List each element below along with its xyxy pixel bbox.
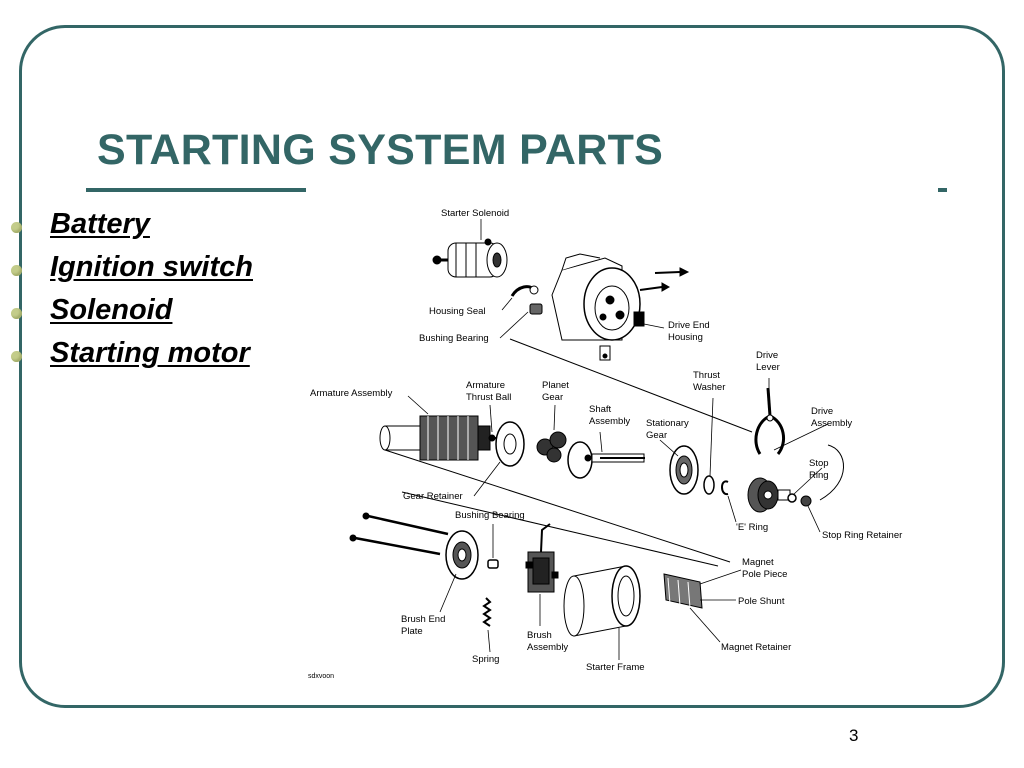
bullet-item-solenoid: Solenoid [0, 289, 253, 332]
bullet-item-starting-motor: Starting motor [0, 332, 253, 375]
spring-part [482, 597, 492, 627]
label-shaft-assembly-2: Assembly [589, 416, 630, 427]
brush-assembly-part [525, 523, 559, 593]
housing-seal-part [510, 285, 539, 297]
label-drive-lever-2: Lever [756, 362, 780, 373]
drive-assembly-part [747, 477, 791, 513]
e-ring-part [721, 480, 729, 496]
label-e-ring: 'E' Ring [736, 522, 768, 533]
slide-frame [19, 25, 1005, 708]
label-starter-solenoid: Starter Solenoid [441, 208, 509, 219]
label-stationary-gear-1: Stationary [646, 418, 689, 429]
label-spring: Spring [472, 654, 499, 665]
label-drive-end-housing-2: Housing [668, 332, 703, 343]
label-magnet-pole-piece-1: Magnet [742, 557, 774, 568]
label-thrust-washer-2: Washer [693, 382, 725, 393]
drive-end-housing-part [551, 253, 645, 361]
label-gear-retainer: Gear Retainer [403, 491, 463, 502]
starter-solenoid-part [432, 238, 508, 278]
bullet-text: Solenoid [50, 294, 173, 326]
label-brush-assembly-1: Brush [527, 630, 552, 641]
armature-assembly-part [379, 415, 500, 461]
drive-lever-part [754, 387, 786, 455]
starter-frame-part [563, 565, 641, 637]
planet-gear-part [536, 431, 567, 463]
armature-thrust-ball-part [488, 434, 496, 442]
label-drive-assembly-2: Assembly [811, 418, 852, 429]
label-drive-lever-1: Drive [756, 350, 778, 361]
label-stop-ring-2: Ring [809, 470, 829, 481]
page-number: 3 [849, 726, 859, 745]
brush-end-plate-part [445, 530, 479, 580]
label-pole-shunt: Pole Shunt [738, 596, 785, 607]
label-brush-assembly-2: Assembly [527, 642, 568, 653]
slide-title: STARTING SYSTEM PARTS [97, 126, 664, 174]
label-magnet-pole-piece-2: Pole Piece [742, 569, 787, 580]
bullet-item-battery: Battery [0, 203, 253, 246]
thrust-washer-part [703, 475, 715, 495]
bullet-dot [11, 265, 22, 276]
label-armature-thrust-ball-1: Armature [466, 380, 505, 391]
label-planet-gear-2: Gear [542, 392, 563, 403]
label-stop-ring-1: Stop [809, 458, 829, 469]
shaft-assembly-part [567, 441, 645, 479]
label-drive-end-housing-1: Drive End [668, 320, 710, 331]
stop-ring-part [787, 493, 797, 503]
bullet-dot [11, 308, 22, 319]
label-stationary-gear-2: Gear [646, 430, 667, 441]
magnet-pole-piece-part [663, 573, 703, 609]
label-brush-end-plate-1: Brush End [401, 614, 445, 625]
label-drive-assembly-1: Drive [811, 406, 833, 417]
diagram-labels: Starter Solenoid Housing Seal Bushing Be… [308, 208, 902, 680]
label-starter-frame: Starter Frame [586, 662, 645, 673]
title-underline-end [938, 188, 947, 192]
label-magnet-retainer: Magnet Retainer [721, 642, 791, 653]
bullet-list: Battery Ignition switch Solenoid Startin… [0, 203, 253, 375]
label-bushing-bearing-bottom: Bushing Bearing [455, 510, 525, 521]
bullet-text: Battery [50, 208, 150, 240]
stop-ring-retainer-part [800, 495, 812, 507]
bullet-dot [11, 351, 22, 362]
label-planet-gear-1: Planet [542, 380, 569, 391]
label-stop-ring-retainer: Stop Ring Retainer [822, 530, 902, 541]
gear-retainer-part [495, 421, 525, 467]
bullet-item-ignition-switch: Ignition switch [0, 246, 253, 289]
label-armature-assembly: Armature Assembly [310, 388, 393, 399]
label-bushing-bearing-top: Bushing Bearing [419, 333, 489, 344]
bushing-bearing-top-part [529, 303, 543, 315]
bullet-dot [11, 222, 22, 233]
label-shaft-assembly-1: Shaft [589, 404, 612, 415]
through-bolts-part [349, 512, 449, 556]
bushing-bearing-bottom-part [487, 559, 499, 569]
label-brush-end-plate-2: Plate [401, 626, 423, 637]
label-armature-thrust-ball-2: Thrust Ball [466, 392, 511, 403]
title-underline [86, 188, 306, 192]
starter-exploded-diagram: Starter Solenoid Housing Seal Bushing Be… [308, 208, 902, 680]
bullet-text: Ignition switch [50, 251, 253, 283]
label-figure-code: sdxvoon [308, 673, 334, 680]
label-thrust-washer-1: Thrust [693, 370, 720, 381]
label-housing-seal: Housing Seal [429, 306, 486, 317]
bullet-text: Starting motor [50, 337, 250, 369]
stationary-gear-part [669, 445, 699, 495]
